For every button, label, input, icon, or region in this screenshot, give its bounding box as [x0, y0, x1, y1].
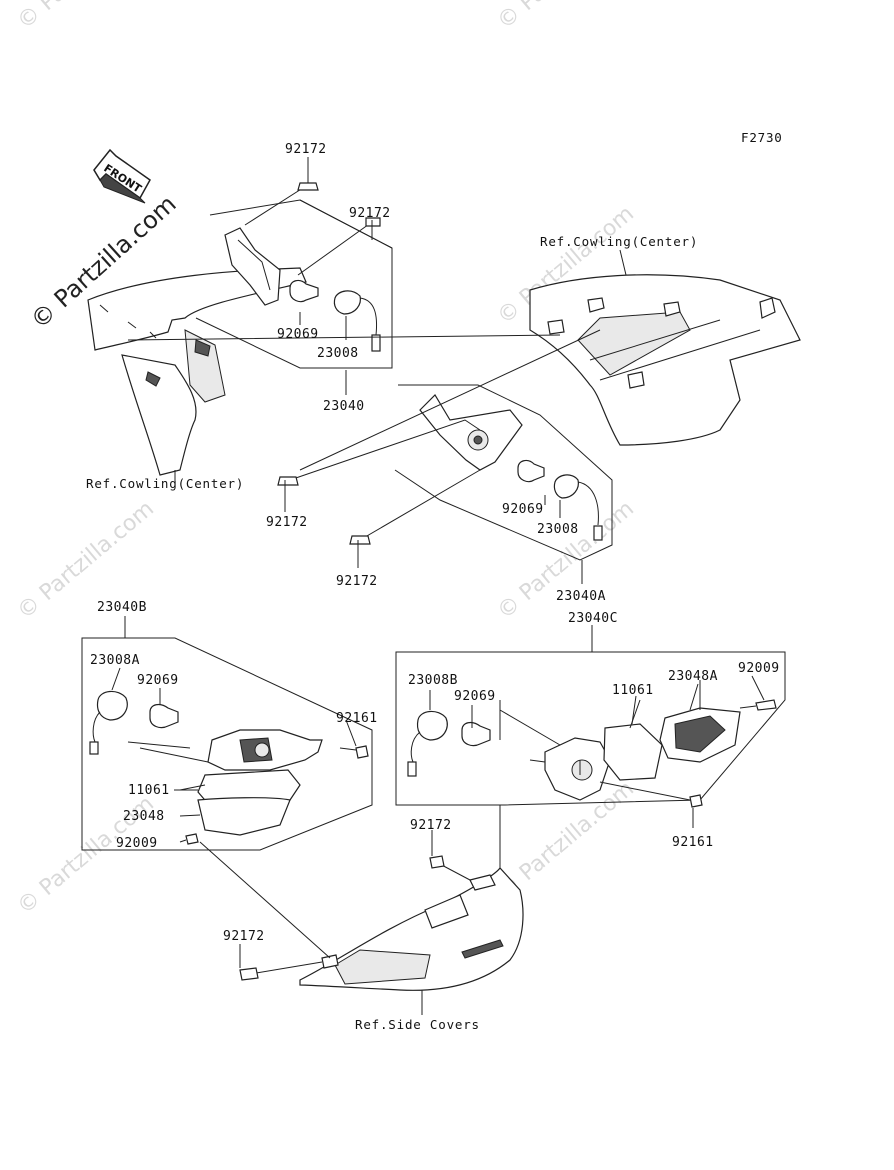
callout-gasket-c: 11061	[612, 683, 654, 698]
callout-bulb-mid: 92069	[502, 502, 544, 517]
callout-assy-b: 23040B	[97, 600, 147, 615]
callout-socket-mid: 23008	[537, 522, 579, 537]
leader-lines	[127, 249, 627, 482]
assy-23040A-box	[277, 384, 613, 561]
callout-bolt-mid-1: 92172	[266, 515, 308, 530]
callout-socket-left: 23008	[317, 346, 359, 361]
callout-socket-b: 23008A	[90, 653, 140, 668]
callout-nut-b: 92161	[336, 711, 378, 726]
assy-23040-box	[195, 182, 393, 369]
callout-bolt-low-2: 92172	[223, 929, 265, 944]
watermark-faint: © Partzilla.com	[493, 0, 639, 35]
callout-labels: 92172 92172 92069 23008 23040 Ref.Cowlin…	[86, 142, 780, 1032]
callout-assy-left: 23040	[323, 399, 365, 414]
callout-screw-b: 92009	[116, 836, 158, 851]
callout-ref-side-covers: Ref.Side Covers	[355, 1017, 480, 1032]
callout-bulb-left: 92069	[277, 327, 319, 342]
watermark-faint: © Partzilla.com	[13, 0, 159, 35]
callout-gasket-b: 11061	[128, 783, 170, 798]
callout-bolt-mid-2: 92172	[336, 574, 378, 589]
callout-bulb-c: 92069	[454, 689, 496, 704]
callout-screw-c: 92009	[738, 661, 780, 676]
watermark-group: © Partzilla.com © Partzilla.com © Partzi…	[13, 0, 639, 920]
callout-bolt-top-2: 92172	[349, 206, 391, 221]
callout-socket-c: 23008B	[408, 673, 458, 688]
figure-code: F2730	[741, 130, 783, 145]
callout-lens-c: 23048A	[668, 669, 718, 684]
callout-ref-cowling-right: Ref.Cowling(Center)	[540, 234, 698, 249]
callout-ref-cowling-left: Ref.Cowling(Center)	[86, 476, 244, 491]
cowling-right-drawing	[529, 274, 801, 446]
cowling-left-drawing	[87, 267, 307, 476]
callout-assy-c: 23040C	[568, 611, 618, 626]
assy-23040B-box	[81, 637, 373, 851]
callout-nut-c: 92161	[672, 835, 714, 850]
assy-23040C-box	[395, 651, 786, 808]
callout-stems	[111, 157, 765, 968]
callout-bolt-low-1: 92172	[410, 818, 452, 833]
front-arrow-icon: FRONT	[93, 148, 151, 204]
callout-assy-mid: 23040A	[556, 589, 606, 604]
callout-bolt-top-1: 92172	[285, 142, 327, 157]
callout-lens-b: 23048	[123, 809, 165, 824]
callout-bulb-b: 92069	[137, 673, 179, 688]
side-cover-drawing	[199, 805, 524, 1015]
